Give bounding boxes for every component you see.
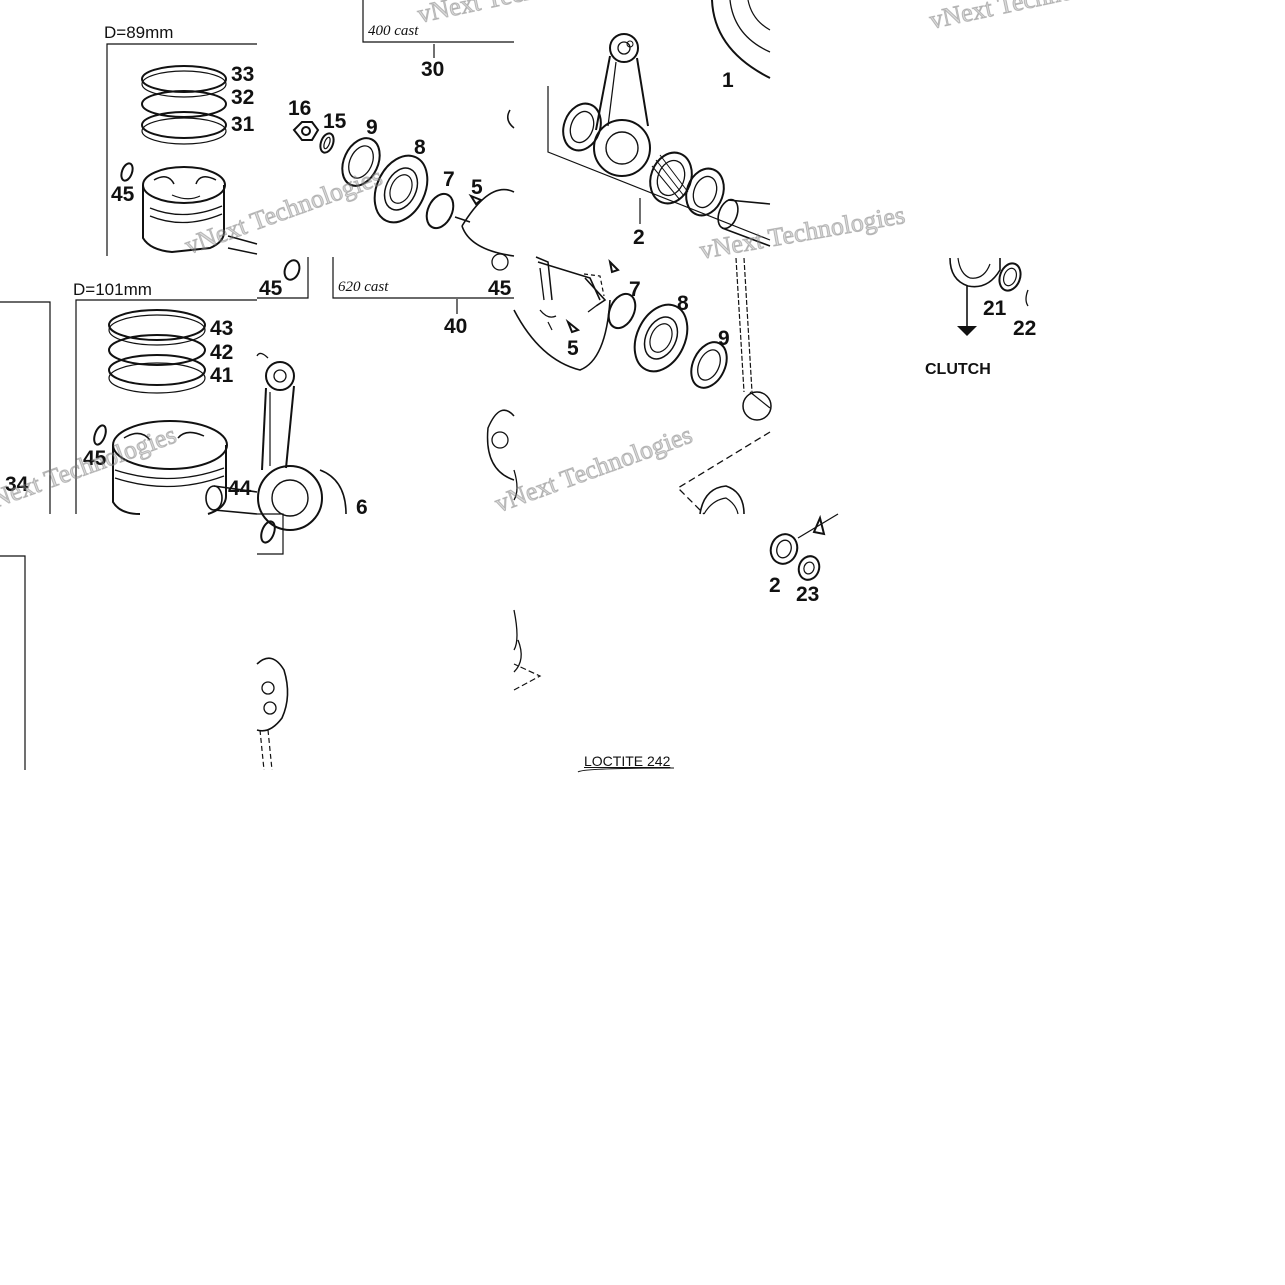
piston-101 — [112, 445, 141, 515]
part-label-23: 23 — [796, 583, 820, 606]
thrust-washer-left — [562, 102, 602, 152]
circlip-45b — [93, 424, 107, 446]
shim-7b — [607, 292, 637, 330]
part-label-34: 34 — [5, 473, 29, 496]
nut-23 — [797, 555, 821, 581]
lower-right-group — [769, 513, 839, 581]
thrust-washer-right — [685, 167, 725, 217]
part-label-41: 41 — [210, 364, 234, 387]
part-label-1: 1 — [722, 69, 734, 92]
key-5a — [468, 193, 483, 206]
conrod-big-end — [593, 119, 651, 177]
key-5c — [565, 318, 581, 334]
piston-101-group — [0, 299, 258, 515]
nut-16 — [292, 121, 320, 141]
part-label-21: 21 — [983, 297, 1007, 320]
clutch-group — [949, 257, 1029, 326]
conrod-group — [547, 0, 771, 247]
conrod2-small-end — [265, 361, 295, 391]
conrod2-big-end — [257, 465, 323, 531]
part-label-2: 2 — [633, 226, 645, 249]
part-label-2: 2 — [769, 574, 781, 597]
loctite-note: LOCTITE 242 — [584, 753, 671, 769]
shim-7a — [425, 192, 455, 230]
part-label-45: 45 — [259, 277, 283, 300]
part-label-42: 42 — [210, 341, 234, 364]
part-label-45: 45 — [83, 447, 107, 470]
part-label-5: 5 — [471, 176, 483, 199]
part-label-6: 6 — [356, 496, 368, 519]
clutch-arrow-head — [957, 326, 977, 336]
piston-ring-32 — [141, 90, 227, 118]
timing-chain — [735, 257, 753, 393]
part-label-9: 9 — [366, 116, 378, 139]
cast-label-400: 400 cast — [368, 23, 419, 39]
piston-ring-41 — [108, 354, 206, 386]
clutch-label: CLUTCH — [925, 361, 991, 378]
part-label-16: 16 — [288, 97, 312, 120]
conrod-small-end — [609, 33, 639, 63]
part-label-32: 32 — [231, 86, 255, 109]
part-label-31: 31 — [231, 113, 255, 136]
key-small — [812, 514, 826, 536]
key-5b — [608, 258, 620, 274]
dimension-label-101: D=101mm — [73, 280, 152, 299]
cast-label-620: 620 cast — [338, 279, 389, 295]
piston-ring-43 — [108, 309, 206, 341]
part-label-7: 7 — [443, 168, 455, 191]
circlip-45c — [283, 259, 301, 281]
part-label-9: 9 — [718, 327, 730, 350]
piston-ring-33 — [141, 65, 227, 93]
timing-gear — [256, 657, 289, 732]
piston-89-group — [106, 43, 258, 256]
part-label-5: 5 — [567, 337, 579, 360]
crank-right-group — [486, 256, 772, 515]
washer-15 — [319, 132, 335, 154]
lower-left-group — [0, 555, 26, 770]
part-label-30: 30 — [421, 58, 445, 81]
piston-ring-42 — [108, 334, 206, 366]
part-label-22: 22 — [1013, 317, 1037, 340]
lower-center-group — [513, 609, 675, 773]
ball-bearing-8b — [633, 303, 689, 373]
conrod-2-group — [256, 257, 514, 555]
part-label-8: 8 — [414, 136, 426, 159]
part-label-33: 33 — [231, 63, 255, 86]
part-label-45: 45 — [488, 277, 512, 300]
ball-bearing-8a — [373, 154, 429, 224]
clutch-gear — [949, 257, 1001, 288]
piston-ring-31 — [141, 111, 227, 139]
needle-bearing — [649, 151, 693, 205]
piston-89 — [142, 185, 225, 254]
part-label-15: 15 — [323, 110, 347, 133]
washer-21 — [998, 262, 1022, 292]
dimension-label-89: D=89mm — [104, 23, 174, 42]
nut-2b — [769, 533, 799, 565]
part-label-43: 43 — [210, 317, 234, 340]
piston-pin-44 — [205, 485, 223, 511]
part-label-7: 7 — [629, 278, 641, 301]
part-label-8: 8 — [677, 292, 689, 315]
crank-left-group — [292, 0, 515, 271]
part-label-45: 45 — [111, 183, 135, 206]
oil-seal-9a — [341, 137, 381, 187]
oil-seal-9b — [690, 341, 728, 389]
part-label-44: 44 — [228, 477, 252, 500]
part-label-40: 40 — [444, 315, 468, 338]
circlip-45d — [260, 520, 276, 544]
sprocket-gear — [699, 485, 745, 515]
lower-center-left-group — [256, 657, 289, 771]
circlip-45 — [120, 162, 134, 182]
